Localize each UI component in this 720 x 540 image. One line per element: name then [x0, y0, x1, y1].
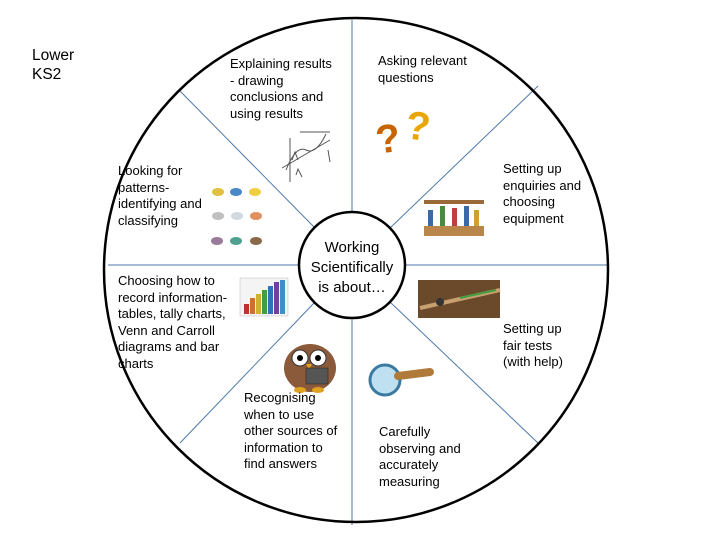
segment-recognising: Recognising when to use other sources of… — [244, 390, 338, 471]
segment-asking: Asking relevant questions — [378, 53, 467, 85]
center-circle — [297, 210, 407, 320]
question-marks-icon: ? ? — [373, 103, 433, 162]
segment-recording: Choosing how to record information- tabl… — [118, 273, 228, 371]
owl-reading-icon — [284, 344, 336, 393]
divider-lower-left — [179, 301, 316, 444]
segment-setting-up: Setting up enquiries and choosing equipm… — [503, 161, 582, 226]
segment-explaining: Explaining results - drawing conclusions… — [230, 56, 332, 121]
segment-patterns: Looking for patterns- identifying and cl… — [118, 163, 202, 228]
outer-circle — [102, 16, 610, 524]
segment-fair-tests: Setting up fair tests (with help) — [503, 321, 563, 369]
ramp-experiment-icon — [418, 280, 501, 318]
bar-chart-icon — [239, 277, 289, 317]
page-title: Lower KS2 — [32, 47, 75, 83]
test-tubes-icon — [424, 200, 484, 236]
segment-observing: Carefully observing and accurately measu… — [379, 424, 461, 489]
center-label: Working Scientifically is about… — [310, 239, 394, 296]
magnifying-glass-icon — [368, 363, 434, 397]
divider-lower-right — [389, 301, 539, 444]
svg-text:?: ? — [403, 103, 433, 150]
birds-classification-icon — [211, 188, 262, 245]
divider-upper-right — [389, 85, 539, 229]
graph-sketch-icon — [281, 131, 331, 182]
svg-text:?: ? — [373, 116, 403, 163]
divider-upper-left — [179, 90, 316, 229]
